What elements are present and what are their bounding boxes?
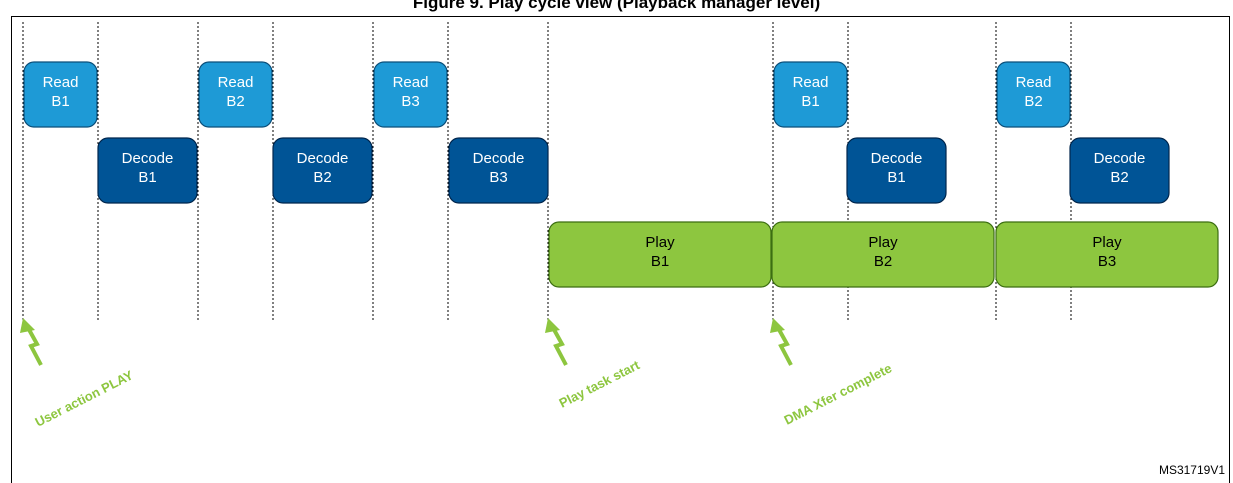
- decode-block-label: Decode: [871, 150, 923, 167]
- play-block-label: Play: [1092, 234, 1122, 251]
- read-block-label: Read: [1016, 74, 1052, 91]
- figure-title: Figure 9. Play cycle view (Playback mana…: [412, 0, 821, 12]
- figure-reference: MS31719V1: [1158, 463, 1225, 477]
- event-label: User action PLAY: [33, 367, 136, 429]
- read-block-buffer: B2: [1024, 93, 1042, 110]
- decode-block-buffer: B1: [138, 169, 156, 186]
- decode-block-label: Decode: [122, 150, 174, 167]
- lightning-arrow-icon: [25, 325, 43, 366]
- event-marker: DMA Xfer complete: [770, 318, 894, 428]
- play-block-buffer: B1: [651, 253, 669, 270]
- lightning-arrow-icon: [775, 325, 793, 366]
- play-block-shape: [771, 221, 995, 288]
- decode-block-label: Decode: [1094, 150, 1146, 167]
- decode-block-buffer: B1: [887, 169, 905, 186]
- read-block-label: Read: [793, 74, 829, 91]
- play-block-label: Play: [645, 234, 675, 251]
- read-block-shape: [373, 61, 448, 128]
- read-block-shape: [23, 61, 98, 128]
- figure-frame: [11, 16, 1230, 483]
- arrow-head-icon: [545, 318, 560, 333]
- read-block-label: Read: [393, 74, 429, 91]
- read-block-buffer: B3: [401, 93, 419, 110]
- read-block-shape: [773, 61, 848, 128]
- decode-block-shape: [97, 137, 198, 204]
- read-block-buffer: B1: [51, 93, 69, 110]
- event-marker: Play task start: [545, 318, 643, 411]
- decode-block-shape: [1069, 137, 1170, 204]
- decode-block-buffer: B2: [1110, 169, 1128, 186]
- read-block-buffer: B2: [226, 93, 244, 110]
- event-label: DMA Xfer complete: [782, 360, 895, 427]
- decode-block-buffer: B3: [489, 169, 507, 186]
- event-label: Play task start: [557, 357, 643, 411]
- event-marker: User action PLAY: [20, 318, 136, 430]
- play-block-buffer: B3: [1098, 253, 1116, 270]
- read-block-shape: [198, 61, 273, 128]
- play-block-shape: [995, 221, 1219, 288]
- lightning-arrow-icon: [550, 325, 568, 366]
- decode-block-shape: [448, 137, 549, 204]
- play-block-shape: [548, 221, 772, 288]
- read-block-label: Read: [43, 74, 79, 91]
- decode-block-label: Decode: [297, 150, 349, 167]
- read-block-shape: [996, 61, 1071, 128]
- arrow-head-icon: [770, 318, 785, 333]
- decode-block-buffer: B2: [313, 169, 331, 186]
- decode-block-shape: [846, 137, 947, 204]
- decode-block-label: Decode: [473, 150, 525, 167]
- play-block-label: Play: [868, 234, 898, 251]
- arrow-head-icon: [20, 318, 35, 333]
- decode-block-shape: [272, 137, 373, 204]
- read-block-buffer: B1: [801, 93, 819, 110]
- read-block-label: Read: [218, 74, 254, 91]
- play-block-buffer: B2: [874, 253, 892, 270]
